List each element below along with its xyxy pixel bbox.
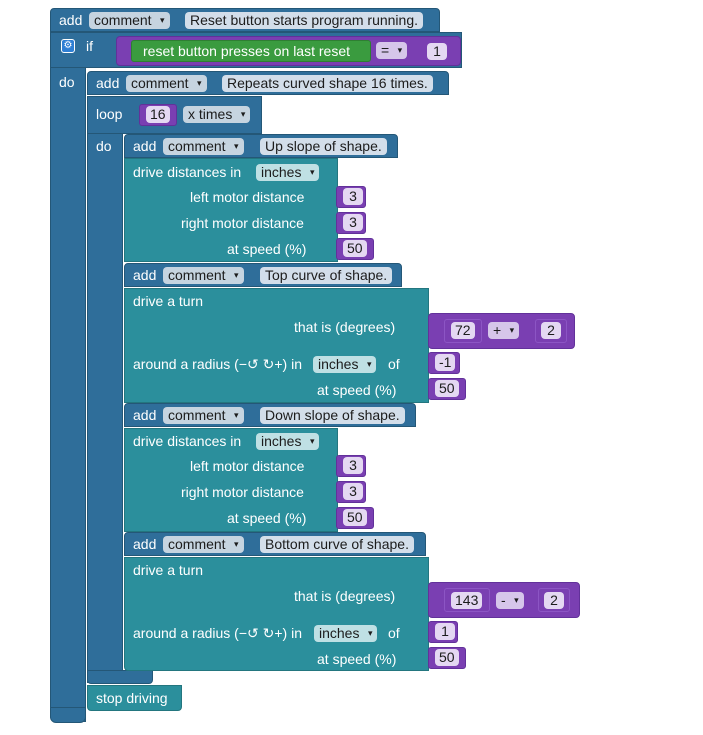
kw-right-motor-distance: right motor distance: [181, 215, 304, 231]
kw-add: add: [96, 75, 120, 91]
unit-dropdown[interactable]: inches▾: [256, 433, 320, 450]
math-operator-dropdown[interactable]: +▾: [488, 322, 520, 339]
left-distance-value[interactable]: 3: [343, 188, 363, 205]
kw-add: add: [133, 138, 157, 154]
chevron-down-icon: ▾: [309, 436, 315, 446]
unit-dropdown[interactable]: inches▾: [313, 356, 377, 373]
loop-mode-dropdown[interactable]: x times▾: [183, 106, 251, 123]
gear-icon[interactable]: ⚙: [61, 39, 75, 53]
chevron-down-icon: ▾: [397, 45, 403, 55]
drive-turn-block[interactable]: [124, 288, 429, 403]
if-block[interactable]: [50, 32, 86, 722]
kw-of: of: [388, 625, 400, 641]
comment-type-dropdown[interactable]: comment▾: [163, 267, 244, 284]
degrees-b-value[interactable]: 2: [544, 592, 564, 609]
kw-add: add: [133, 267, 157, 283]
right-distance-value[interactable]: 3: [343, 214, 363, 231]
kw-left-motor-distance: left motor distance: [190, 189, 305, 205]
unit-dropdown[interactable]: inches▾: [256, 164, 320, 181]
speed-value[interactable]: 50: [435, 649, 459, 666]
degrees-b-value[interactable]: 2: [541, 322, 561, 339]
unit-dropdown[interactable]: inches▾: [314, 625, 378, 642]
kw-that-is-degrees: that is (degrees): [294, 588, 396, 604]
comment-type-dropdown[interactable]: comment▾: [126, 75, 207, 92]
math-operator-dropdown[interactable]: -▾: [496, 592, 524, 609]
kw-do-if: do: [59, 74, 75, 90]
comment-text[interactable]: Repeats curved shape 16 times.: [222, 75, 433, 92]
comment-type-dropdown[interactable]: comment▾: [89, 12, 170, 29]
radius-value[interactable]: -1: [435, 354, 456, 371]
if-block-footer: [50, 707, 86, 723]
comment-type-dropdown[interactable]: comment▾: [163, 407, 244, 424]
loop-count[interactable]: 16: [146, 106, 170, 123]
kw-of: of: [388, 356, 400, 372]
sensor-reset-presses-block[interactable]: [131, 40, 371, 62]
kw-stop-driving: stop driving: [96, 690, 168, 706]
kw-at-speed: at speed (%): [317, 651, 397, 667]
kw-right-motor-distance: right motor distance: [181, 484, 304, 500]
kw-loop: loop: [96, 106, 123, 122]
speed-value[interactable]: 50: [343, 240, 367, 257]
chevron-down-icon: ▾: [514, 595, 519, 605]
chevron-down-icon: ▾: [234, 410, 239, 420]
chevron-down-icon: ▾: [234, 539, 239, 549]
comment-text[interactable]: Bottom curve of shape.: [260, 536, 414, 553]
chevron-down-icon: ▾: [309, 167, 315, 177]
kw-around-radius: around a radius (−↺ ↻+) in: [133, 356, 302, 372]
chevron-down-icon: ▾: [366, 359, 372, 369]
chevron-down-icon: ▾: [234, 270, 239, 280]
kw-if: if: [86, 38, 93, 54]
kw-drive-distances: drive distances in: [133, 164, 242, 180]
chevron-down-icon: ▾: [160, 15, 165, 25]
comment-text[interactable]: Down slope of shape.: [260, 407, 405, 424]
degrees-a-value[interactable]: 72: [451, 322, 475, 339]
compare-operator-dropdown[interactable]: =▾: [376, 42, 408, 59]
kw-drive-a-turn: drive a turn: [133, 562, 204, 578]
kw-add: add: [59, 12, 83, 28]
comment-text[interactable]: Top curve of shape.: [260, 267, 393, 284]
drive-turn-block[interactable]: [124, 557, 429, 671]
kw-do-loop: do: [96, 138, 112, 154]
loop-block[interactable]: [87, 96, 123, 683]
kw-at-speed: at speed (%): [227, 510, 307, 526]
chevron-down-icon: ▾: [234, 141, 239, 151]
degrees-a-value[interactable]: 143: [451, 592, 483, 609]
kw-at-speed: at speed (%): [227, 241, 307, 257]
comment-type-dropdown[interactable]: comment▾: [163, 536, 244, 553]
kw-add: add: [133, 536, 157, 552]
speed-value[interactable]: 50: [343, 509, 367, 526]
kw-around-radius: around a radius (−↺ ↻+) in: [133, 625, 302, 641]
kw-at-speed: at speed (%): [317, 382, 397, 398]
chevron-down-icon: ▾: [509, 325, 515, 335]
right-distance-value[interactable]: 3: [343, 483, 363, 500]
chevron-down-icon: ▾: [367, 628, 373, 638]
comment-text[interactable]: Up slope of shape.: [260, 138, 387, 155]
sensor-label: reset button presses on last reset: [143, 43, 350, 59]
kw-add: add: [133, 407, 157, 423]
kw-drive-a-turn: drive a turn: [133, 293, 204, 309]
kw-left-motor-distance: left motor distance: [190, 458, 305, 474]
stop-driving-block[interactable]: [87, 685, 182, 711]
comment-text[interactable]: Reset button starts program running.: [185, 12, 424, 29]
loop-block-footer: [87, 670, 153, 684]
radius-value[interactable]: 1: [435, 623, 455, 640]
kw-drive-distances: drive distances in: [133, 433, 242, 449]
chevron-down-icon: ▾: [197, 78, 202, 88]
comment-type-dropdown[interactable]: comment▾: [163, 138, 244, 155]
left-distance-value[interactable]: 3: [343, 457, 363, 474]
compare-value[interactable]: 1: [427, 43, 447, 60]
kw-that-is-degrees: that is (degrees): [294, 319, 396, 335]
speed-value[interactable]: 50: [435, 380, 459, 397]
chevron-down-icon: ▾: [240, 109, 246, 119]
